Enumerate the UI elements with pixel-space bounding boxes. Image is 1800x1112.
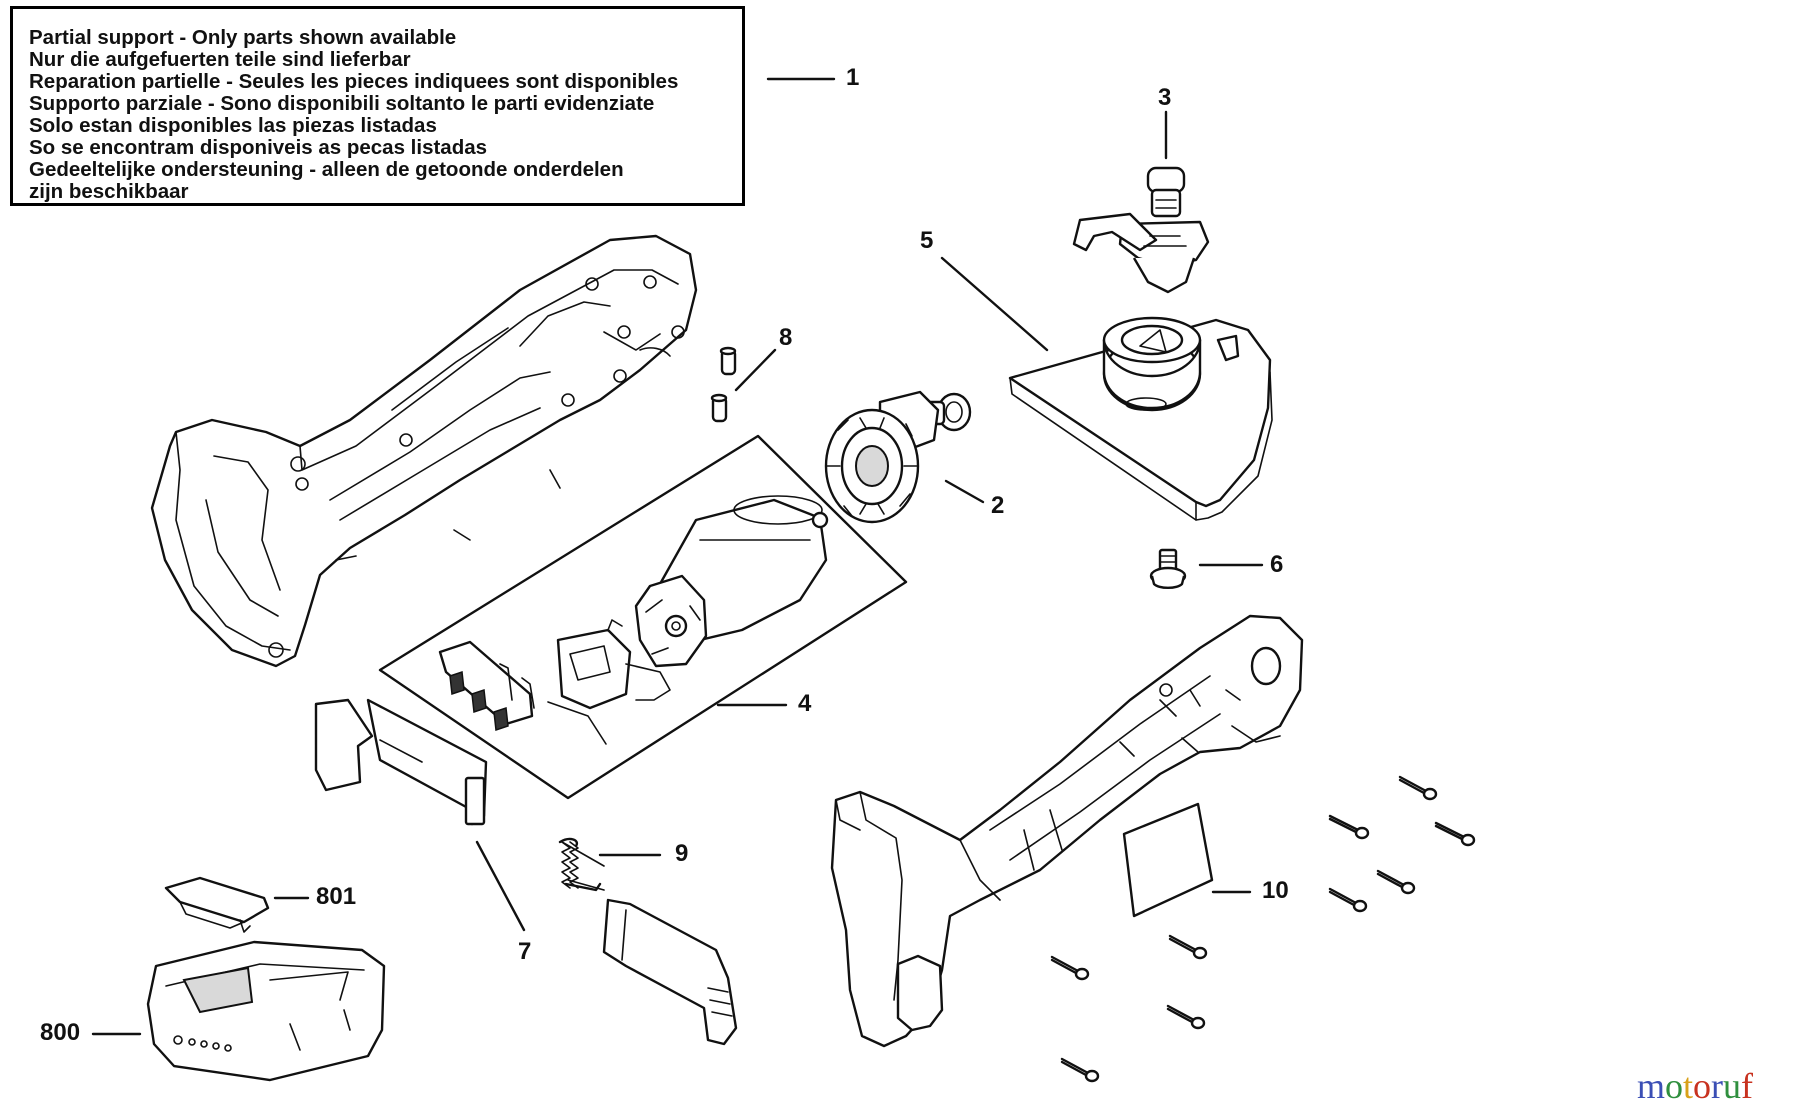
left-housing-half [150,234,698,668]
watermark-letter: f [1741,1066,1754,1106]
screw [1376,869,1416,895]
callout-9: 9 [675,840,689,867]
screw [1328,814,1370,840]
screw [1434,821,1476,847]
leader-5 [940,256,1049,352]
watermark-letter: o [1665,1066,1684,1106]
watermark-letter: m [1637,1066,1666,1106]
callout-1: 1 [846,64,860,91]
motor-part-4 [438,495,829,745]
screw [1328,887,1368,913]
notice-line-fr: Reparation partielle - Seules les pieces… [29,70,679,93]
battery-cap-part-801 [164,876,270,933]
screws [1050,775,1476,1083]
callout-800: 800 [40,1019,81,1046]
sanding-pad-part-5 [1008,316,1273,521]
notice-line-nl: Gedeeltelijke ondersteuning - alleen de … [29,158,624,181]
leader-8 [734,348,777,392]
callout-10: 10 [1262,877,1289,904]
leader-2 [944,479,985,504]
lever-part-7 [314,698,738,1046]
label-part-10 [1122,802,1214,918]
watermark-letter: o [1693,1066,1712,1106]
clamp-part-3 [1072,166,1210,294]
screw [1166,1004,1206,1030]
watermark-letter: u [1723,1066,1742,1106]
battery-part-800 [146,940,386,1082]
callout-2: 2 [991,492,1005,519]
leader-7 [475,840,526,932]
screw [1168,934,1208,960]
callout-4: 4 [798,690,812,717]
right-housing-half [830,614,1304,1048]
callout-801: 801 [316,883,357,910]
watermark-logo: motoruf [1637,1068,1753,1104]
parts-availability-notice: Partial support - Only parts shown avail… [10,6,745,206]
spring-part-9 [558,837,605,892]
notice-line-de: Nur die aufgefuerten teile sind lieferba… [29,48,411,71]
notice-line-pt: So se encontram disponiveis as pecas lis… [29,136,488,159]
watermark-letter: t [1683,1066,1694,1106]
screw-part-6 [1149,548,1187,590]
notice-line-nl-cont: zijn beschikbaar [29,180,189,203]
gear-part-2 [824,390,972,524]
callout-5: 5 [920,227,934,254]
screw [1398,775,1438,801]
watermark-letter: r [1711,1066,1724,1106]
callout-6: 6 [1270,551,1284,578]
notice-line-es: Solo estan disponibles las piezas listad… [29,114,437,137]
callout-3: 3 [1158,84,1172,111]
notice-line-en: Partial support - Only parts shown avail… [29,26,457,49]
leader-lines [91,77,1264,1036]
callout-8: 8 [779,324,793,351]
motor-assembly-frame [378,434,908,800]
pins-part-8 [710,346,737,423]
callout-7: 7 [518,938,532,965]
notice-line-it: Supporto parziale - Sono disponibili sol… [29,92,655,115]
screw [1060,1057,1100,1083]
screw [1050,955,1090,981]
